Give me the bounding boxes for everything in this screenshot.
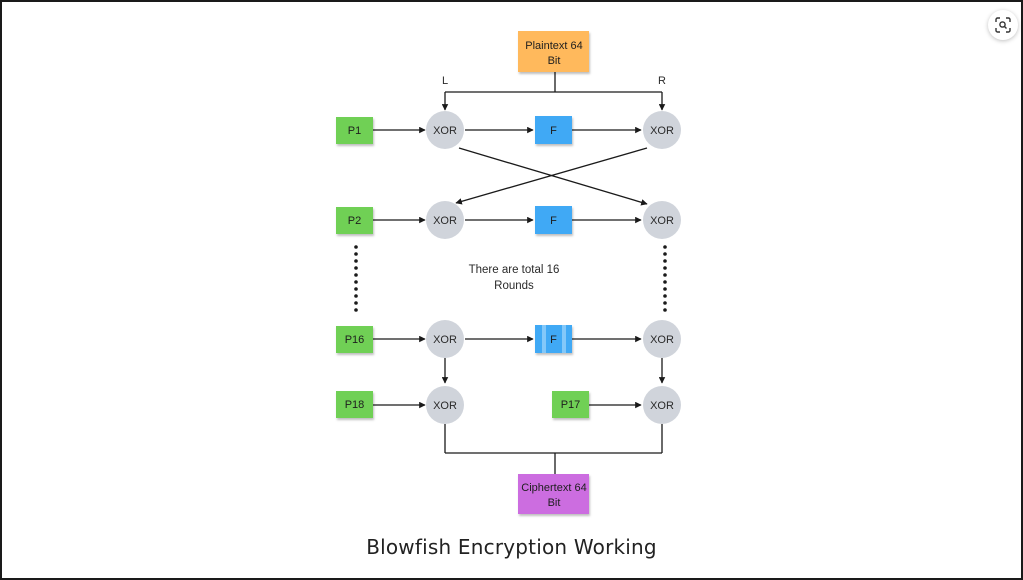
connector-lines: [373, 72, 666, 474]
f-function-box-2: F: [535, 206, 572, 234]
rounds-note-line-2: Rounds: [494, 280, 534, 292]
f-function-box-16: F: [535, 325, 572, 353]
xor-node-l1: XOR: [426, 111, 464, 149]
subkey-p1: P1: [336, 117, 373, 144]
xor-node-r16: XOR: [643, 320, 681, 358]
xor-node-r2: XOR: [643, 201, 681, 239]
xor-node-r1: XOR: [643, 111, 681, 149]
ciphertext-label-line-1: Ciphertext 64: [521, 482, 586, 494]
right-half-label: R: [658, 75, 666, 87]
visual-search-button[interactable]: [988, 10, 1018, 40]
svg-text:XOR: XOR: [433, 125, 457, 137]
svg-text:P17: P17: [561, 399, 581, 411]
visual-search-icon: [995, 17, 1011, 33]
plaintext-label-line-2: Bit: [548, 55, 561, 67]
svg-text:P2: P2: [348, 215, 361, 227]
svg-text:XOR: XOR: [650, 125, 674, 137]
svg-text:XOR: XOR: [650, 334, 674, 346]
svg-text:F: F: [550, 215, 557, 227]
cross-arrow-left-to-right: [458, 147, 648, 206]
xor-node-r-final: XOR: [643, 386, 681, 424]
svg-text:XOR: XOR: [433, 334, 457, 346]
ciphertext-box: Ciphertext 64 Bit: [518, 474, 589, 514]
diagram-caption: Blowfish Encryption Working: [366, 535, 657, 559]
plaintext-box: Plaintext 64 Bit: [518, 31, 589, 72]
round-continuation-dots-left: [354, 245, 358, 312]
svg-text:XOR: XOR: [650, 400, 674, 412]
svg-text:P18: P18: [345, 399, 365, 411]
rounds-note-line-1: There are total 16: [469, 264, 560, 276]
round-continuation-dots-right: [663, 245, 667, 312]
subkey-p18: P18: [336, 391, 373, 418]
xor-node-l-final: XOR: [426, 386, 464, 424]
f-function-box-1: F: [535, 116, 572, 144]
ciphertext-label-line-2: Bit: [548, 497, 561, 509]
svg-text:XOR: XOR: [433, 400, 457, 412]
svg-text:P1: P1: [348, 125, 361, 137]
subkey-p2: P2: [336, 207, 373, 234]
svg-text:XOR: XOR: [650, 215, 674, 227]
subkey-p16: P16: [336, 326, 373, 353]
subkey-p17: P17: [552, 391, 589, 418]
svg-text:P16: P16: [345, 334, 365, 346]
plaintext-label-line-1: Plaintext 64: [525, 40, 582, 52]
left-half-label: L: [442, 75, 448, 87]
xor-node-l16: XOR: [426, 320, 464, 358]
svg-text:XOR: XOR: [433, 215, 457, 227]
cross-arrow-right-to-left: [455, 147, 648, 205]
svg-text:F: F: [550, 334, 557, 346]
svg-text:F: F: [550, 125, 557, 137]
xor-node-l2: XOR: [426, 201, 464, 239]
